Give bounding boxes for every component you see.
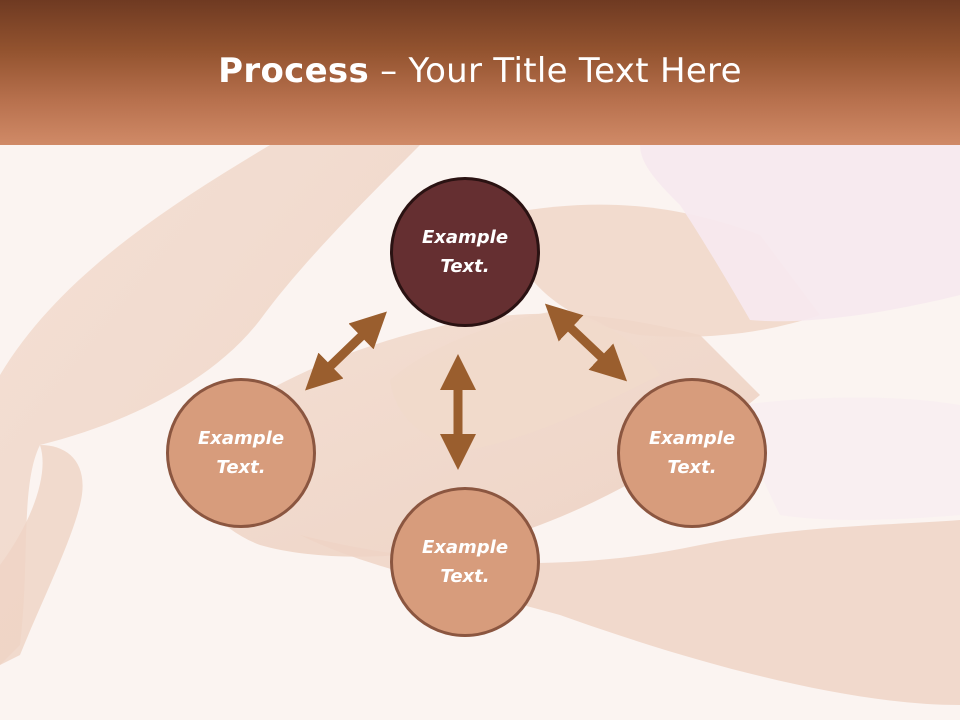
process-node-top[interactable]: Example Text. bbox=[390, 177, 540, 327]
title-rest: – Your Title Text Here bbox=[369, 50, 742, 91]
process-node-left[interactable]: Example Text. bbox=[166, 378, 316, 528]
process-node-right[interactable]: Example Text. bbox=[617, 378, 767, 528]
node-label: Example Text. bbox=[421, 537, 509, 587]
node-label: Example Text. bbox=[648, 428, 736, 478]
process-node-bottom[interactable]: Example Text. bbox=[390, 487, 540, 637]
node-label: Example Text. bbox=[197, 428, 285, 478]
title-bar: Process – Your Title Text Here bbox=[0, 0, 960, 145]
slide-title[interactable]: Process – Your Title Text Here bbox=[218, 51, 742, 91]
node-label: Example Text. bbox=[421, 227, 509, 277]
title-bold: Process bbox=[218, 50, 370, 91]
